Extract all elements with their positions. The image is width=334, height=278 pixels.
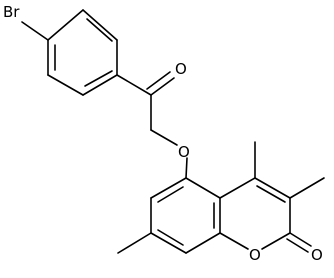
bromine-label: Br	[3, 3, 20, 21]
keto-ether-linker	[116, 71, 188, 179]
ether-oxygen-label: O	[178, 143, 190, 161]
ring-oxygen-label: O	[249, 246, 261, 264]
bond-double-inner	[256, 185, 286, 203]
lactone-carbonyl-oxygen-label: O	[311, 246, 323, 264]
lactone-carbonyl-bond-inner	[286, 238, 309, 253]
bond-double-inner	[86, 18, 113, 42]
bond	[254, 177, 291, 199]
coumarin-benzo-ring	[150, 177, 221, 254]
carbon-bromine-bond	[21, 21, 49, 41]
bond	[219, 177, 256, 199]
carbonyl-double-bond-outer	[150, 77, 175, 96]
methyl-bond	[289, 177, 325, 199]
methyl-bond	[117, 232, 152, 254]
coumarin-pyranone-ring	[219, 177, 291, 250]
bond	[150, 129, 178, 146]
bond	[47, 9, 84, 41]
bond	[150, 232, 187, 254]
bond	[185, 232, 221, 254]
lactone-carbonyl-bond-outer	[289, 232, 312, 247]
bond	[82, 74, 118, 96]
bond	[150, 177, 187, 199]
bromophenyl-ring	[47, 9, 118, 96]
bond-double-inner	[157, 186, 184, 203]
bond-double-inner	[157, 229, 184, 246]
bond	[219, 232, 249, 250]
bond	[82, 9, 118, 41]
ketone-oxygen-label: O	[175, 60, 187, 78]
bond	[185, 157, 188, 179]
bond	[47, 74, 84, 96]
bond-double-inner	[84, 70, 113, 87]
bond	[261, 232, 291, 250]
bond	[116, 74, 152, 96]
bond	[185, 177, 221, 199]
carbonyl-double-bond-inner	[146, 71, 171, 90]
